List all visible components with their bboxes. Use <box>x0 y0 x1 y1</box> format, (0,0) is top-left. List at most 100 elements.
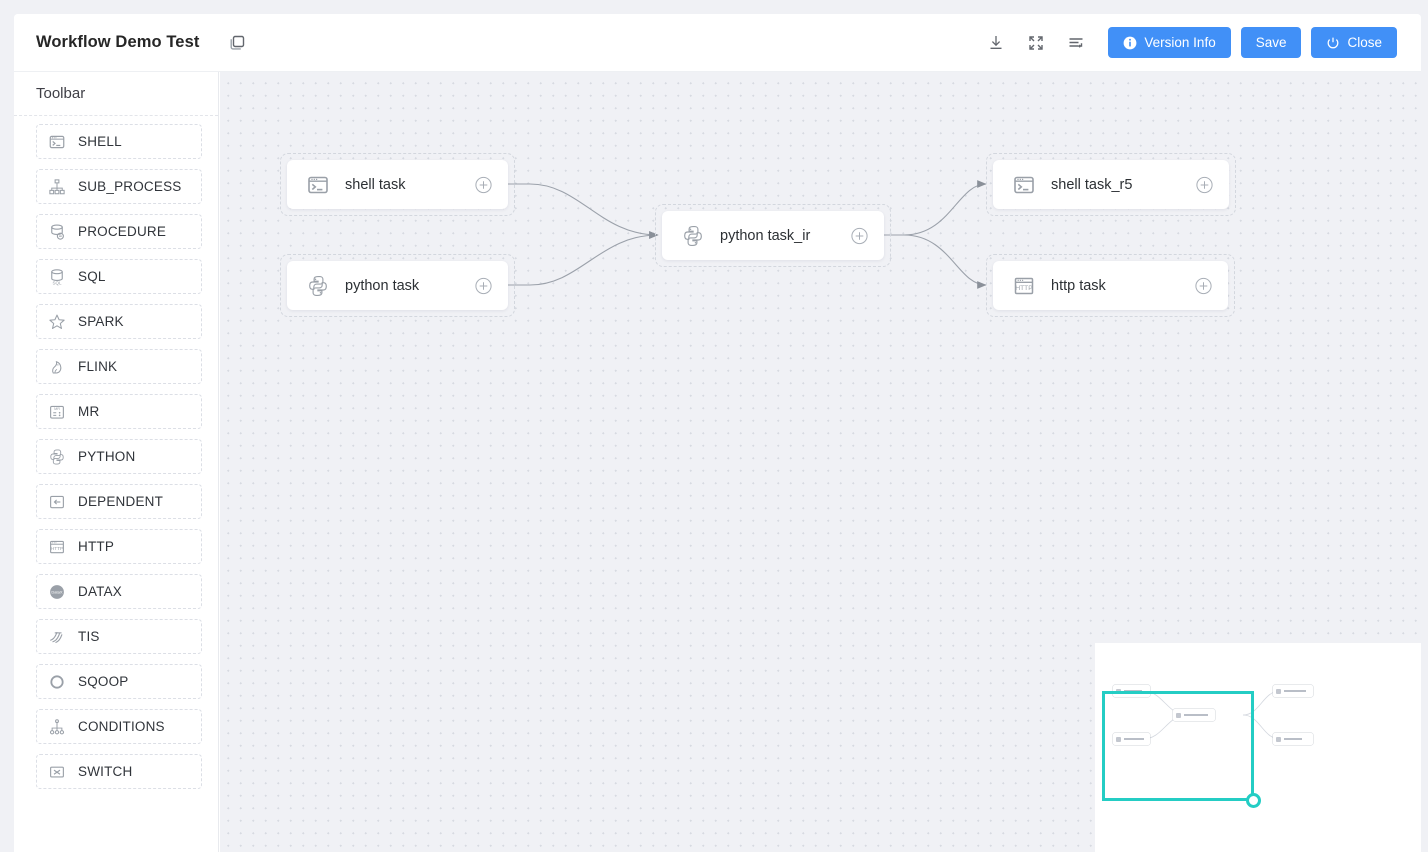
minimap-node <box>1273 733 1313 745</box>
add-downstream-icon[interactable] <box>475 176 492 193</box>
svg-text:HTTP: HTTP <box>1015 285 1033 292</box>
workflow-editor: Workflow Demo Test <box>14 14 1421 852</box>
edge-shell-task-to-python-task-ir <box>508 183 659 239</box>
close-label: Close <box>1347 35 1382 50</box>
minimap-node-icon <box>1276 688 1281 694</box>
toolbar-item-http[interactable]: HTTP HTTP <box>36 529 202 564</box>
toolbar-item-conditions[interactable]: CONDITIONS <box>36 709 202 744</box>
shell-icon <box>47 132 67 152</box>
app-header: Workflow Demo Test <box>14 14 1421 72</box>
python-icon <box>305 273 331 299</box>
toolbar-item-sqoop[interactable]: SQOOP <box>36 664 202 699</box>
tis-icon <box>47 627 67 647</box>
edge-python-task-ir-to-http-task <box>884 234 987 289</box>
svg-text:DataX: DataX <box>51 589 63 594</box>
node-shell-task-r5[interactable]: shell task_r5 <box>986 153 1236 216</box>
minimap-node-label <box>1184 714 1208 716</box>
toolbar-item-label: SQOOP <box>78 674 129 689</box>
toolbar-heading: Toolbar <box>14 72 218 116</box>
toolbar-item-label: CONDITIONS <box>78 719 165 734</box>
edge-python-task-ir-to-shell-task-r5 <box>884 180 987 236</box>
version-info-label: Version Info <box>1144 35 1216 50</box>
toolbar-item-dependent[interactable]: DEPENDENT <box>36 484 202 519</box>
toolbar-item-switch[interactable]: SWITCH <box>36 754 202 789</box>
minimap-node-icon <box>1276 736 1281 742</box>
toolbar-item-flink[interactable]: FLINK <box>36 349 202 384</box>
toolbar-item-datax[interactable]: DataX DATAX <box>36 574 202 609</box>
minimap-resize-handle[interactable] <box>1246 793 1261 808</box>
minimap-node <box>1173 709 1215 721</box>
http-icon: HTTP <box>47 537 67 557</box>
toolbar-item-shell[interactable]: SHELL <box>36 124 202 159</box>
toolbar-item-spark[interactable]: SPARK <box>36 304 202 339</box>
node-label: http task <box>1051 277 1106 294</box>
info-circle-icon <box>1123 36 1137 50</box>
toolbar-item-label: DEPENDENT <box>78 494 164 509</box>
toolbar-item-label: PYTHON <box>78 449 136 464</box>
page-title: Workflow Demo Test <box>36 33 200 51</box>
add-downstream-icon[interactable] <box>1195 277 1212 294</box>
toolbar-item-mr[interactable]: MR MR <box>36 394 202 429</box>
workflow-canvas[interactable]: shell task python task <box>220 72 1421 852</box>
fullscreen-icon[interactable] <box>1016 26 1056 60</box>
toolbar-item-tis[interactable]: TIS <box>36 619 202 654</box>
node-http-task[interactable]: HTTP http task <box>986 254 1235 317</box>
shell-icon <box>1011 172 1037 198</box>
edge-python-task-to-python-task-ir <box>508 231 659 286</box>
copy-icon[interactable] <box>227 33 247 53</box>
add-downstream-icon[interactable] <box>475 277 492 294</box>
power-icon <box>1326 36 1340 50</box>
python-icon <box>47 447 67 467</box>
node-label: python task <box>345 277 420 294</box>
flink-icon <box>47 357 67 377</box>
conditions-icon <box>47 717 67 737</box>
node-python-task-ir[interactable]: python task_ir <box>655 204 891 267</box>
node-python-task[interactable]: python task <box>280 254 515 317</box>
shell-icon <box>305 172 331 198</box>
minimap-node-icon <box>1116 736 1121 742</box>
header-actions: Version Info Save Close <box>976 26 1397 60</box>
toolbar-item-label: TIS <box>78 629 100 644</box>
toolbar-item-sub_process[interactable]: SUB_PROCESS <box>36 169 202 204</box>
version-info-button[interactable]: Version Info <box>1108 27 1231 58</box>
python-icon <box>680 223 706 249</box>
toolbar-item-label: SHELL <box>78 134 122 149</box>
minimap-node <box>1273 685 1313 697</box>
toolbar-item-label: FLINK <box>78 359 118 374</box>
toolbar-item-label: DATAX <box>78 584 123 599</box>
node-label: shell task <box>345 176 406 193</box>
format-dag-icon[interactable] <box>1056 26 1096 60</box>
procedure-icon <box>47 222 67 242</box>
datax-icon: DataX <box>47 582 67 602</box>
svg-text:MR: MR <box>54 407 60 411</box>
minimap-node <box>1113 733 1150 745</box>
close-button[interactable]: Close <box>1311 27 1397 58</box>
dependent-icon <box>47 492 67 512</box>
add-downstream-icon[interactable] <box>1196 176 1213 193</box>
toolbar-item-label: SWITCH <box>78 764 133 779</box>
minimap-node-label <box>1124 738 1144 740</box>
switch-icon <box>47 762 67 782</box>
http-icon: HTTP <box>1011 273 1037 299</box>
toolbar-item-python[interactable]: PYTHON <box>36 439 202 474</box>
add-downstream-icon[interactable] <box>851 227 868 244</box>
node-label: python task_ir <box>720 227 811 244</box>
svg-text:HTTP: HTTP <box>51 546 64 552</box>
toolbar-item-label: MR <box>78 404 100 419</box>
toolbar-item-label: SUB_PROCESS <box>78 179 182 194</box>
save-button[interactable]: Save <box>1240 27 1302 58</box>
sub-process-icon <box>47 177 67 197</box>
spark-icon <box>47 312 67 332</box>
sql-icon: SQL <box>47 267 67 287</box>
minimap-viewport[interactable] <box>1102 691 1254 801</box>
save-label: Save <box>1255 35 1287 50</box>
download-icon[interactable] <box>976 26 1016 60</box>
sqoop-icon <box>47 672 67 692</box>
minimap[interactable] <box>1095 643 1421 852</box>
node-shell-task[interactable]: shell task <box>280 153 515 216</box>
toolbar-item-procedure[interactable]: PROCEDURE <box>36 214 202 249</box>
toolbar-item-label: HTTP <box>78 539 115 554</box>
